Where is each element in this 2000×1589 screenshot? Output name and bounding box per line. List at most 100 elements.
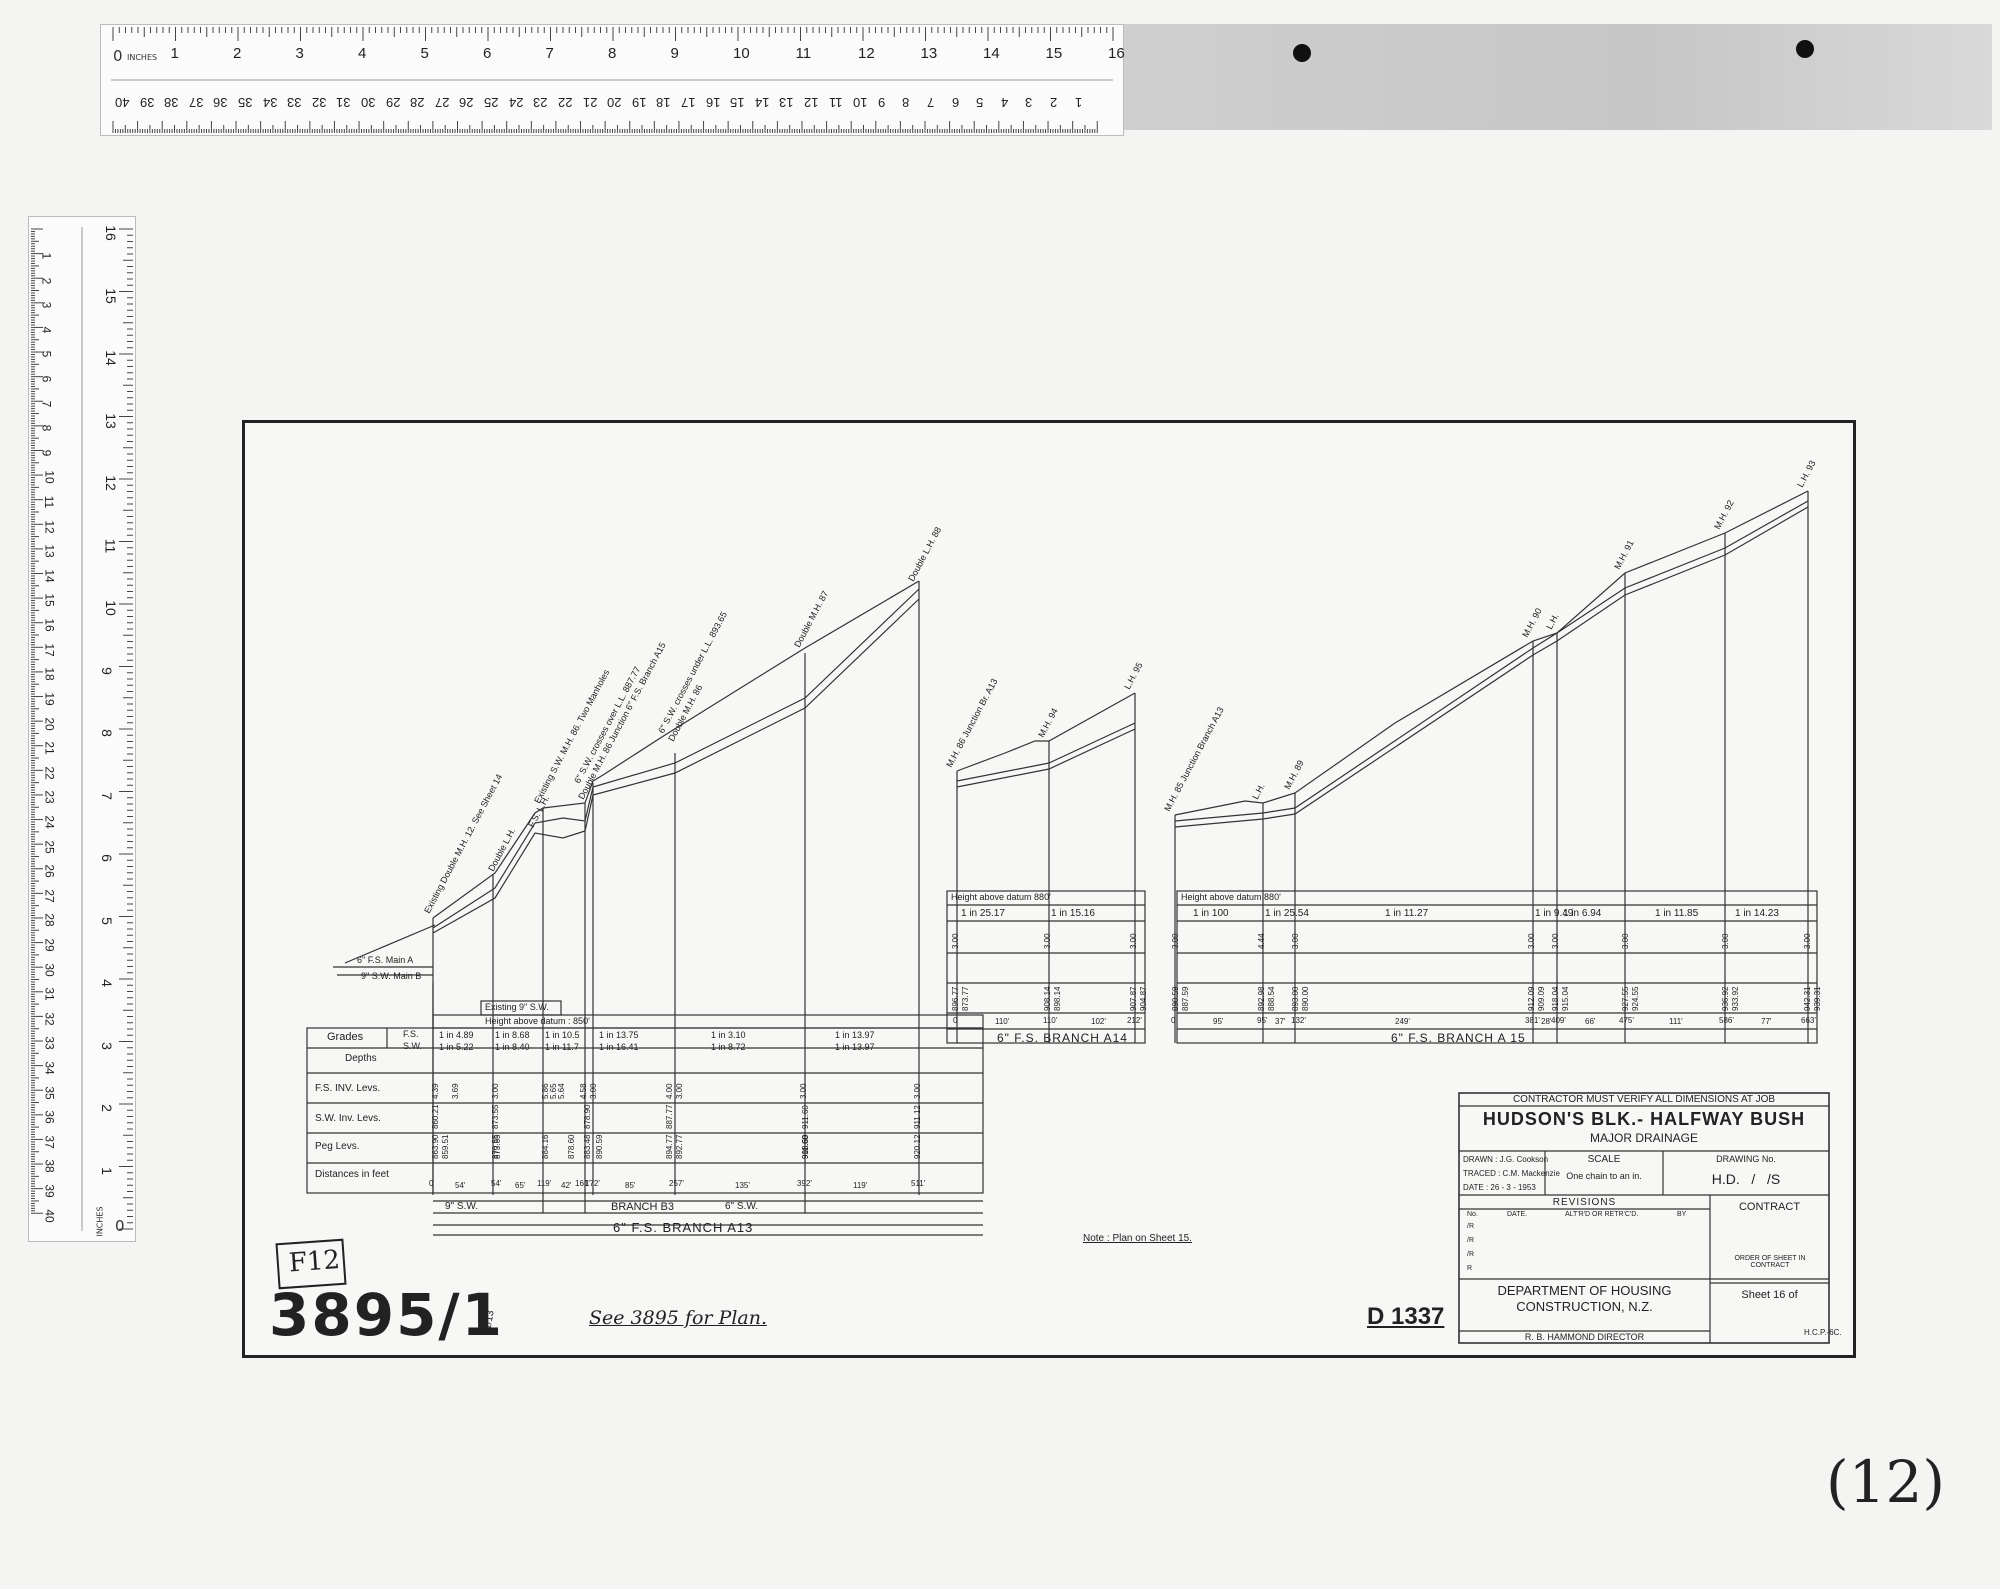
profile2-inv-level: 908.14 [1043, 986, 1052, 1011]
profile3-inv-level: 939.31 [1813, 986, 1822, 1011]
profile1-sw-grade: 1 in 8.40 [495, 1042, 530, 1052]
profile1-row-label: Distances in feet [315, 1169, 389, 1180]
profile2-segment-distance: 110' [995, 1017, 1010, 1026]
profile1-peg-level: 863.90 [431, 1134, 440, 1159]
top-ruler-cm-number: 37 [188, 95, 204, 110]
tb-drawing-no: H.D. / /S [1711, 1171, 1781, 1187]
profile2-inv-level: 904.87 [1139, 986, 1148, 1011]
profile1-fs-label: F.S. [403, 1029, 419, 1039]
profile1-distance: 257' [669, 1179, 684, 1188]
top-ruler-cm-number: 16 [705, 95, 721, 110]
profile2-pipe-bottom [956, 728, 1136, 788]
tb-scale: One chain to an in. [1566, 1171, 1642, 1181]
profile3-depth: 3.00 [1721, 933, 1730, 949]
profile1-segment-distance: 54' [455, 1181, 466, 1190]
left-ruler-cm-number: 4 [39, 326, 54, 334]
drainage-profile-drawing [306, 490, 1830, 1344]
top-ruler-cm-number: 32 [311, 95, 327, 110]
profile2-depth: 3.00 [951, 933, 960, 949]
profile1-fs-grade: 1 in 13.97 [835, 1030, 875, 1040]
top-ruler-inch-number: 8 [608, 45, 617, 62]
profile3-inv-level: 887.59 [1181, 986, 1190, 1011]
left-ruler-cm-number: 23 [42, 790, 57, 805]
top-ruler-cm-number: 4 [1000, 95, 1009, 110]
profile1-distance: 54' [491, 1179, 502, 1188]
top-ruler-cm-number: 39 [139, 95, 155, 110]
left-ruler-cm-number: 12 [42, 519, 57, 534]
plan-note: Note : Plan on Sheet 15. [1083, 1233, 1192, 1244]
left-ruler-inch-number: 3 [98, 1041, 115, 1050]
profile1-table [306, 1027, 984, 1194]
tb-revision-column: ALT'R'D OR RETR'C'D. [1565, 1211, 1639, 1218]
profile3-depth: 4.44 [1257, 933, 1266, 949]
stamp-box-text: F12 [287, 1245, 341, 1279]
profile3-depth: 3.00 [1803, 933, 1812, 949]
profile1-main-a: 6" F.S. Main A [357, 955, 414, 965]
profile3-segment-distance: 66' [1585, 1017, 1596, 1026]
ruler-hole-1 [1293, 44, 1311, 62]
top-ruler-cm-number: 1 [1074, 95, 1082, 110]
profile1-distance: 511' [911, 1179, 926, 1188]
profile1-distance: 161' [575, 1179, 590, 1188]
profile3-inv-level: 915.04 [1561, 986, 1570, 1011]
profile1-sw-grade: 1 in 5.22 [439, 1042, 474, 1052]
top-ruler-inch-number: 2 [233, 45, 242, 62]
profile1-fs-inv: 911.60 [801, 1105, 810, 1129]
profile1-branch-a13: 6" F.S. BRANCH A13 [613, 1220, 754, 1235]
tb-verify: CONTRACTOR MUST VERIFY ALL DIMENSIONS AT… [1512, 1094, 1776, 1105]
tb-date: DATE : 26 - 3 - 1953 [1463, 1183, 1536, 1192]
left-ruler-inch-number: 5 [98, 916, 115, 925]
profile3-datum: Height above datum 880' [1181, 892, 1281, 902]
left-ruler-cm-number: 34 [42, 1061, 57, 1075]
d-number: D 1337 [1367, 1303, 1445, 1330]
profile3-distance: 132' [1291, 1016, 1306, 1025]
top-ruler-cm-number: 3 [1025, 95, 1033, 110]
left-ruler-cm-number: 40 [42, 1208, 57, 1223]
profile1-depth: 5.64 [557, 1083, 566, 1099]
top-ruler-cm-number: 21 [582, 95, 597, 110]
tb-revision-row: /R [1467, 1237, 1474, 1244]
left-ruler-inch-number: 4 [98, 979, 115, 987]
profile2-depth: 3.00 [1129, 933, 1138, 949]
profile1-depth: 4.39 [431, 1083, 440, 1099]
profile1-row-label: F.S. INV. Levs. [315, 1083, 381, 1094]
profile1-depth: 3.00 [799, 1083, 808, 1099]
left-ruler-cm-number: 20 [42, 716, 57, 731]
profile3-depth: 3.00 [1621, 933, 1630, 949]
left-ruler-cm-number: 38 [42, 1159, 57, 1174]
left-ruler-cm-number: 3 [39, 301, 54, 309]
top-ruler-cm-number: 25 [484, 95, 499, 110]
profile1-segment-distance: 42' [561, 1181, 572, 1190]
profile2-grade: 1 in 15.16 [1051, 908, 1095, 919]
tb-order: ORDER OF SHEET IN CONTRACT [1734, 1255, 1806, 1269]
profile1-sw-inv: 892.77 [675, 1134, 684, 1159]
top-ruler-cm-number: 22 [557, 95, 573, 110]
top-ruler-ticks [111, 27, 1114, 133]
profile1-grades-label: Grades [327, 1031, 364, 1043]
profile3-depth: 3.00 [1527, 933, 1536, 949]
profile3-grade: 1 in 14.23 [1735, 908, 1779, 919]
profile1-main-b: 9" S.W. Main B [361, 971, 422, 981]
left-ruler-cm-number: 1 [39, 252, 54, 260]
profile1-depth: 3.00 [675, 1083, 684, 1099]
profile1-sw-inv: 859.51 [441, 1134, 450, 1159]
profile1-peg-level: 873.65 [493, 1134, 502, 1159]
left-ruler-inch-number: 8 [98, 729, 115, 737]
tb-drawn: DRAWN : J.G. Cookson [1463, 1155, 1549, 1164]
top-ruler-cm-number: 30 [361, 95, 376, 110]
left-ruler-zero: 0 [115, 1217, 125, 1235]
tb-contract: CONTRACT [1738, 1201, 1801, 1213]
profile1-segment-distance: 65' [515, 1181, 526, 1190]
top-ruler-inch-number: 4 [358, 45, 367, 62]
left-ruler-cm-number: 26 [42, 864, 57, 878]
profile1-fs-inv: 860.21 [431, 1104, 440, 1129]
profile3-ground-line [1174, 490, 1809, 816]
tb-traced: TRACED : C.M. Mackenzie [1463, 1169, 1560, 1178]
profile3-inv-level: 942.31 [1803, 986, 1812, 1011]
profile1-fs-inv: 878.90 [583, 1104, 592, 1129]
tb-revision-column: No. [1467, 1211, 1478, 1218]
left-ruler-cm-number: 24 [42, 815, 57, 829]
profile2-inv-level: 873.77 [961, 986, 970, 1011]
left-ruler-inch-number: 10 [102, 600, 119, 616]
